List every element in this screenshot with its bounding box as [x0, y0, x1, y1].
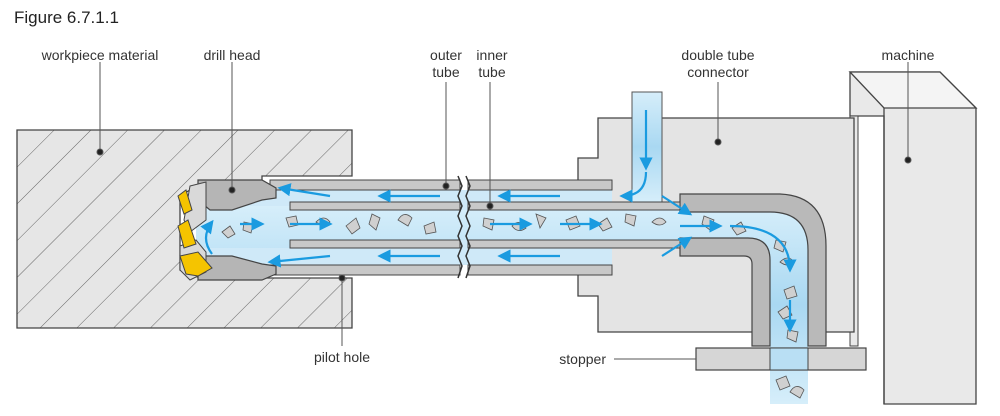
- machine: [848, 71, 978, 405]
- label-machine: machine: [882, 47, 935, 63]
- coolant-flow-arrows: [200, 110, 797, 333]
- labels: workpiece material drill head outer tube…: [41, 47, 935, 367]
- break-marks: [457, 175, 471, 279]
- inner-tube: [289, 201, 681, 249]
- leader-lines: [96, 62, 912, 360]
- stopper: [695, 347, 867, 371]
- label-workpiece-material: workpiece material: [41, 47, 159, 63]
- label-inner-tube-line1: inner: [476, 47, 507, 63]
- label-outer-tube-line1: outer: [430, 47, 462, 63]
- label-inner-tube-line2: tube: [478, 64, 505, 80]
- label-drill-head: drill head: [204, 47, 261, 63]
- cutting-inserts: [177, 189, 213, 277]
- label-pilot-hole: pilot hole: [314, 349, 370, 365]
- label-outer-tube-line2: tube: [432, 64, 459, 80]
- label-double-tube-connector-line1: double tube: [681, 47, 754, 63]
- label-double-tube-connector-line2: connector: [687, 64, 749, 80]
- label-stopper: stopper: [559, 351, 606, 367]
- figure-title: Figure 6.7.1.1: [14, 8, 119, 27]
